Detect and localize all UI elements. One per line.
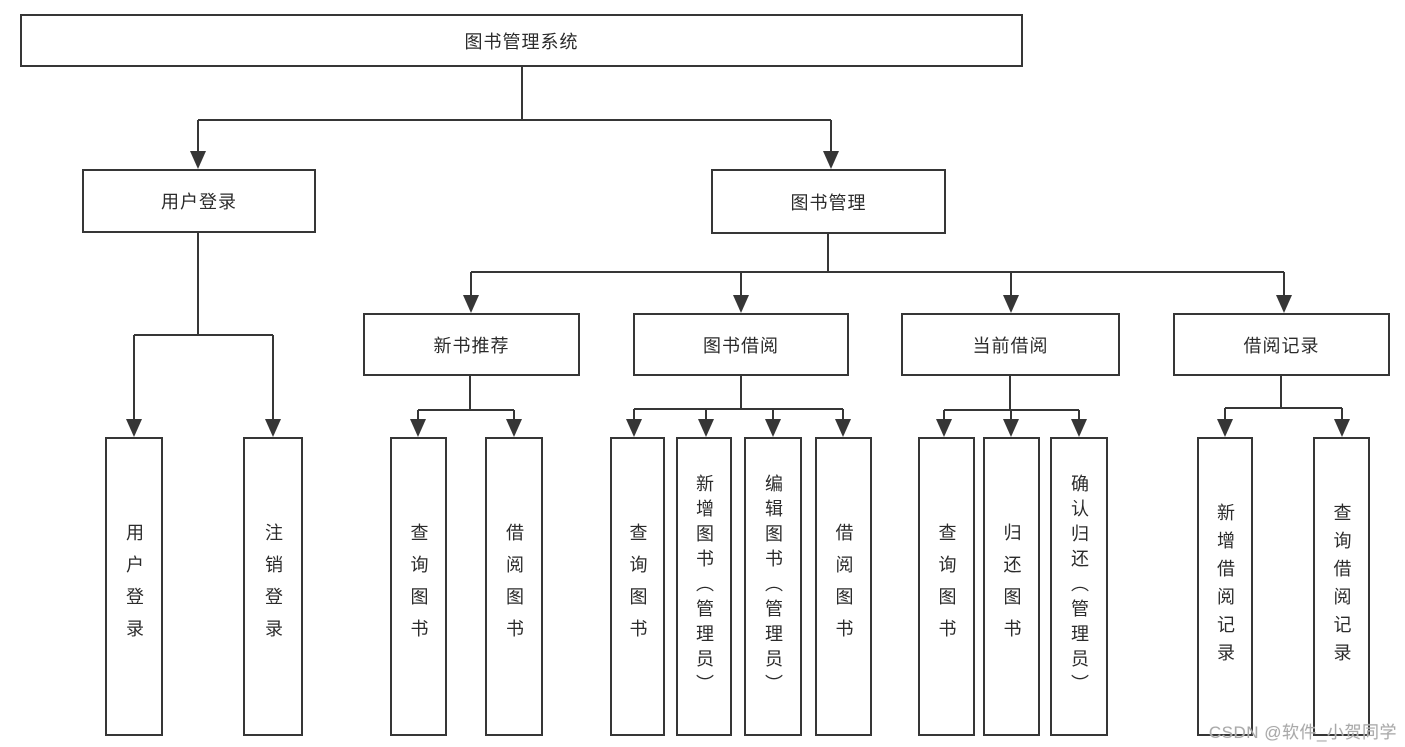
node-root: 图书管理系统 bbox=[20, 14, 1023, 67]
leaf-edit-book-admin-label: 编辑图书（管理员） bbox=[763, 474, 783, 699]
leaf-add-book-admin: 新增图书（管理员） bbox=[676, 437, 732, 736]
leaf-borrow-book-1-label: 借阅图书 bbox=[504, 522, 524, 651]
leaf-borrow-book-1: 借阅图书 bbox=[485, 437, 543, 736]
leaf-return-book-label: 归还图书 bbox=[1001, 522, 1022, 651]
node-book-borrow: 图书借阅 bbox=[633, 313, 849, 376]
leaf-search-book-1-label: 查询图书 bbox=[408, 522, 429, 651]
leaf-logout: 注销登录 bbox=[243, 437, 303, 736]
leaf-edit-book-admin: 编辑图书（管理员） bbox=[744, 437, 802, 736]
leaf-return-book: 归还图书 bbox=[983, 437, 1040, 736]
leaf-search-book-2-label: 查询图书 bbox=[627, 522, 648, 651]
leaf-confirm-return-admin-label: 确认归还（管理员） bbox=[1069, 474, 1089, 699]
leaf-user-login: 用户登录 bbox=[105, 437, 163, 736]
leaf-borrow-book-2-label: 借阅图书 bbox=[833, 522, 854, 651]
watermark: CSDN @软件_小贺同学 bbox=[1208, 723, 1397, 742]
leaf-add-borrow-record-label: 新增借阅记录 bbox=[1215, 502, 1235, 671]
leaf-logout-label: 注销登录 bbox=[263, 522, 283, 651]
leaf-user-login-label: 用户登录 bbox=[124, 522, 144, 651]
node-borrow-records: 借阅记录 bbox=[1173, 313, 1390, 376]
leaf-add-book-admin-label: 新增图书（管理员） bbox=[694, 474, 714, 699]
leaf-add-borrow-record: 新增借阅记录 bbox=[1197, 437, 1253, 736]
leaf-search-book-2: 查询图书 bbox=[610, 437, 665, 736]
leaf-search-book-3: 查询图书 bbox=[918, 437, 975, 736]
node-user-login: 用户登录 bbox=[82, 169, 316, 233]
leaf-borrow-book-2: 借阅图书 bbox=[815, 437, 872, 736]
leaf-search-borrow-record-label: 查询借阅记录 bbox=[1331, 502, 1352, 671]
leaf-confirm-return-admin: 确认归还（管理员） bbox=[1050, 437, 1108, 736]
leaf-search-book-3-label: 查询图书 bbox=[936, 522, 957, 651]
node-current-borrow: 当前借阅 bbox=[901, 313, 1120, 376]
leaf-search-book-1: 查询图书 bbox=[390, 437, 447, 736]
node-new-book-recommend: 新书推荐 bbox=[363, 313, 580, 376]
node-book-management: 图书管理 bbox=[711, 169, 946, 234]
leaf-search-borrow-record: 查询借阅记录 bbox=[1313, 437, 1370, 736]
